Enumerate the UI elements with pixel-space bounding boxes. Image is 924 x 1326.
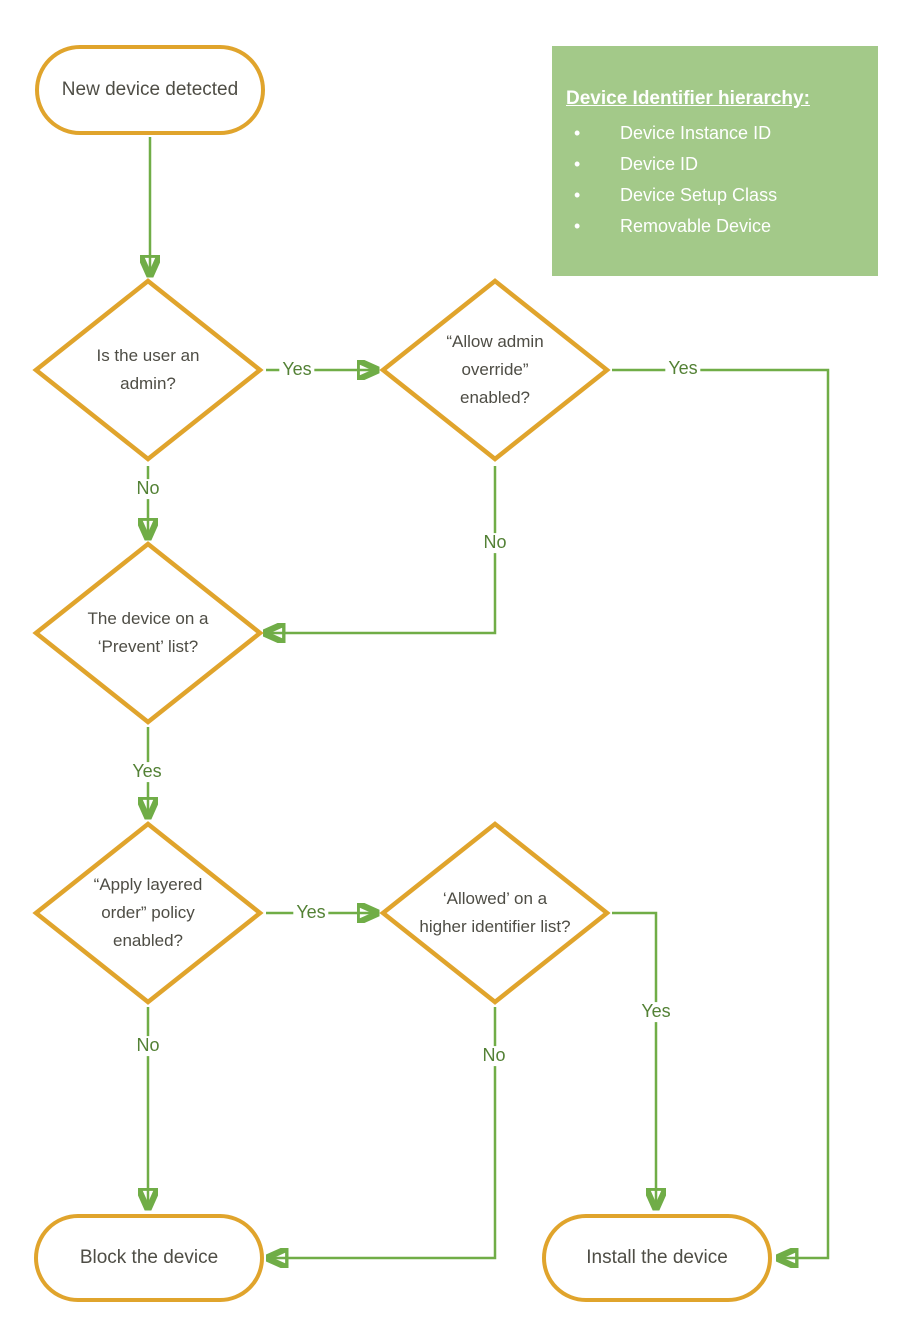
edge-label-no: No [133,1035,163,1056]
legend-box: Device Identifier hierarchy: • Device In… [552,46,878,276]
decision-prevent-list: The device on a ‘Prevent’ list? [32,541,264,725]
block-device-label: Block the device [79,1247,219,1268]
edge-override-no-to-prevent [264,466,497,633]
bullet-icon: • [574,215,581,236]
edge-higher-no-to-block [267,1007,497,1258]
decision-label: The device on a ‘Prevent’ list? [87,608,209,656]
edge-label-no: No [480,532,510,553]
edge-label-yes: Yes [293,902,329,923]
legend-item-label: Device ID [620,153,699,174]
decision-label: “Allow admin override” enabled? [446,331,544,408]
decision-label: “Apply layered order” policy enabled? [93,874,203,951]
edge-override-yes-to-install [612,368,830,1258]
edge-label-no: No [133,478,163,499]
install-device-label: Install the device [586,1247,728,1268]
legend-item: • Device Setup Class [566,180,864,211]
edge-label-no: No [479,1045,509,1066]
bullet-icon: • [574,122,581,143]
legend-item: • Removable Device [566,211,864,242]
legend-title: Device Identifier hierarchy: [566,88,810,109]
block-device-node: Block the device [34,1214,264,1302]
bullet-icon: • [574,184,581,205]
edge-label-yes: Yes [638,1001,674,1022]
edge-higher-yes-to-install [612,911,656,1209]
legend-item-label: Removable Device [620,215,772,236]
legend-item-label: Device Instance ID [620,122,772,143]
legend-item: • Device ID [566,149,864,180]
start-node: New device detected [35,45,265,135]
legend-item-label: Device Setup Class [620,184,778,205]
legend-item: • Device Instance ID [566,118,864,149]
start-node-label: New device detected [61,79,239,100]
decision-layered-order-policy: “Apply layered order” policy enabled? [32,821,264,1005]
edge-label-yes: Yes [279,359,315,380]
decision-is-user-admin: Is the user an admin? [32,278,264,462]
edge-label-yes: Yes [665,358,701,379]
decision-label: ‘Allowed’ on a higher identifier list? [419,888,571,936]
bullet-icon: • [574,153,581,174]
decision-label: Is the user an admin? [96,345,200,393]
decision-allow-admin-override: “Allow admin override” enabled? [379,278,611,462]
decision-higher-identifier-list: ‘Allowed’ on a higher identifier list? [379,821,611,1005]
edge-label-yes: Yes [129,761,165,782]
install-device-node: Install the device [542,1214,772,1302]
